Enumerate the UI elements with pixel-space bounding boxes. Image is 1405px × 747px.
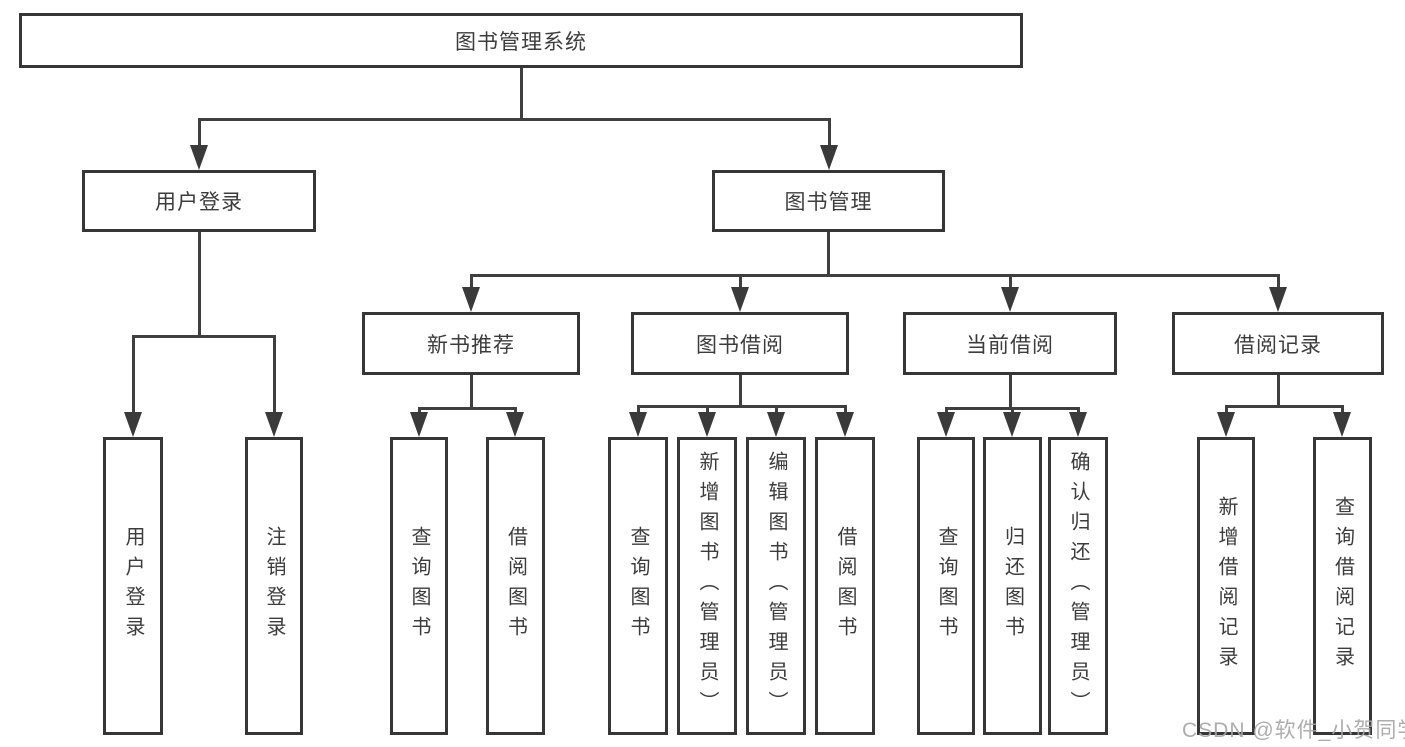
node-borrowing-records: 借阅记录 — [1172, 312, 1384, 375]
leaf-query-books-borrowing-label: 查询图书 — [627, 526, 649, 646]
connector-line — [1225, 405, 1343, 408]
arrow-down-icon — [836, 412, 854, 437]
connector-line — [637, 405, 640, 415]
leaf-borrow-books-borrowing: 借阅图书 — [815, 437, 875, 735]
connector-line — [1011, 407, 1014, 415]
arrow-down-icon — [1069, 412, 1087, 437]
node-current-borrowing: 当前借阅 — [903, 312, 1117, 375]
connector-line — [739, 274, 742, 290]
connector-line — [828, 118, 831, 148]
connector-line — [198, 118, 201, 148]
arrow-down-icon — [410, 412, 428, 437]
arrow-down-icon — [506, 412, 524, 437]
connector-line — [514, 407, 517, 415]
node-book-borrowing: 图书借阅 — [631, 312, 849, 375]
arrow-down-icon — [937, 412, 955, 437]
arrow-down-icon — [820, 145, 838, 170]
connector-line — [844, 405, 847, 415]
connector-line — [775, 405, 778, 415]
node-new-book-recommendation-label: 新书推荐 — [427, 333, 515, 357]
leaf-edit-books-admin-label: 编辑图书（管理员） — [765, 451, 787, 721]
leaf-query-books-recommend: 查询图书 — [390, 437, 448, 735]
leaf-logout: 注销登录 — [245, 437, 303, 735]
connector-line — [637, 405, 846, 408]
leaf-add-books-admin-label: 新增图书（管理员） — [696, 451, 718, 721]
leaf-add-borrow-record-label: 新增借阅记录 — [1215, 496, 1237, 676]
leaf-user-login: 用户登录 — [103, 437, 163, 735]
connector-line — [132, 335, 275, 338]
connector-line — [739, 375, 742, 405]
leaf-user-login-label: 用户登录 — [122, 526, 144, 646]
leaf-edit-books-admin: 编辑图书（管理员） — [746, 437, 806, 735]
connector-line — [470, 274, 1279, 277]
arrow-down-icon — [767, 412, 785, 437]
leaf-query-books-current-label: 查询图书 — [935, 526, 957, 646]
connector-line — [132, 335, 135, 412]
connector-line — [470, 375, 473, 407]
leaf-query-borrow-record-label: 查询借阅记录 — [1331, 496, 1354, 676]
leaf-query-borrow-record: 查询借阅记录 — [1313, 437, 1372, 735]
arrow-down-icon — [731, 287, 749, 312]
leaf-return-books: 归还图书 — [983, 437, 1042, 735]
node-book-management: 图书管理 — [712, 170, 945, 232]
connector-line — [827, 232, 830, 276]
leaf-confirm-return-admin: 确认归还（管理员） — [1048, 437, 1108, 735]
leaf-logout-label: 注销登录 — [263, 526, 285, 646]
connector-line — [198, 232, 201, 335]
leaf-query-books-borrowing: 查询图书 — [608, 437, 668, 735]
node-borrowing-records-label: 借阅记录 — [1234, 333, 1322, 357]
arrow-down-icon — [1217, 412, 1235, 437]
arrow-down-icon — [1269, 287, 1287, 312]
connector-line — [198, 118, 830, 121]
node-book-management-label: 图书管理 — [784, 191, 873, 214]
leaf-borrow-books-recommend-label: 借阅图书 — [504, 526, 527, 646]
leaf-add-borrow-record: 新增借阅记录 — [1197, 437, 1255, 735]
arrow-down-icon — [190, 145, 208, 170]
connector-line — [1277, 274, 1280, 290]
leaf-borrow-books-borrowing-label: 借阅图书 — [834, 526, 856, 646]
arrow-down-icon — [1001, 287, 1019, 312]
leaf-borrow-books-recommend: 借阅图书 — [486, 437, 545, 735]
connector-line — [706, 405, 709, 415]
arrow-down-icon — [124, 412, 142, 437]
leaf-query-books-recommend-label: 查询图书 — [408, 526, 430, 646]
connector-line — [1277, 375, 1280, 405]
node-book-borrowing-label: 图书借阅 — [696, 333, 784, 357]
arrow-down-icon — [698, 412, 716, 437]
connector-line — [273, 335, 276, 412]
node-current-borrowing-label: 当前借阅 — [966, 333, 1054, 357]
connector-line — [418, 407, 421, 415]
connector-line — [1341, 405, 1344, 415]
node-library-system: 图书管理系统 — [19, 13, 1023, 68]
arrow-down-icon — [629, 412, 647, 437]
leaf-confirm-return-admin-label: 确认归还（管理员） — [1067, 451, 1089, 721]
leaf-return-books-label: 归还图书 — [1001, 526, 1024, 646]
arrow-down-icon — [1003, 412, 1021, 437]
connector-line — [1077, 407, 1080, 415]
node-user-login: 用户登录 — [82, 170, 316, 232]
connector-line — [520, 68, 523, 118]
watermark: CSDN @软件_小贺同学 — [1182, 719, 1405, 742]
connector-line — [418, 407, 517, 410]
connector-line — [945, 407, 948, 415]
connector-line — [1009, 274, 1012, 290]
leaf-add-books-admin: 新增图书（管理员） — [677, 437, 737, 735]
arrow-down-icon — [462, 287, 480, 312]
node-user-login-label: 用户登录 — [155, 191, 243, 214]
connector-line — [1225, 405, 1228, 415]
connector-line — [470, 274, 473, 290]
node-new-book-recommendation: 新书推荐 — [362, 312, 580, 375]
connector-line — [1009, 375, 1012, 407]
node-library-system-label: 图书管理系统 — [455, 30, 587, 54]
arrow-down-icon — [1333, 412, 1351, 437]
leaf-query-books-current: 查询图书 — [917, 437, 975, 735]
arrow-down-icon — [265, 412, 283, 437]
